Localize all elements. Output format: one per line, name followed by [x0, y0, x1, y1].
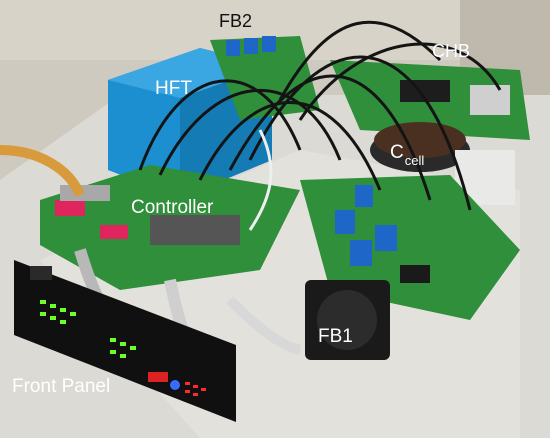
label-fb2: FB2 — [219, 11, 253, 31]
controller-pink-connector-2 — [100, 225, 128, 239]
fb1-relay-1 — [355, 185, 373, 207]
led-green-11 — [110, 350, 116, 354]
wire-6 — [278, 20, 442, 101]
label-ccell: Ccell — [390, 142, 424, 167]
wire-2 — [158, 89, 342, 176]
led-green-6 — [50, 316, 56, 320]
led-red-3 — [201, 388, 206, 391]
led-green-4 — [70, 312, 76, 316]
led-green-10 — [130, 346, 136, 350]
fb1-relay-3 — [350, 240, 372, 266]
led-green-3 — [60, 308, 66, 312]
label-controller: Controller — [131, 197, 214, 218]
wire-7 — [298, 42, 502, 121]
front-panel-connector — [30, 266, 52, 280]
fb1-relay-2 — [335, 210, 355, 234]
wire-3 — [198, 101, 382, 191]
wire-1 — [138, 79, 302, 171]
led-green-8 — [110, 338, 116, 342]
label-fb1: FB1 — [318, 326, 353, 347]
ribbon-cable-left — [0, 145, 85, 198]
led-blue — [170, 380, 180, 390]
led-green-12 — [120, 354, 126, 358]
front-panel-body — [14, 260, 236, 422]
controller-chip-row — [150, 215, 240, 245]
led-green-1 — [40, 300, 46, 304]
front-panel-red-switch — [148, 372, 168, 382]
led-green-2 — [50, 304, 56, 308]
fb1-fan-blades — [317, 290, 377, 350]
led-green-5 — [40, 312, 46, 316]
controller-pink-connector-1 — [55, 200, 85, 216]
led-green-9 — [120, 342, 126, 346]
controller-header — [60, 185, 110, 201]
fb2-relay-3 — [262, 36, 276, 52]
label-hft: HFT — [155, 78, 192, 99]
fb2-relay-1 — [226, 40, 240, 56]
led-red-1 — [185, 382, 190, 385]
fb1-ic — [400, 265, 430, 283]
chb-component — [470, 85, 510, 115]
led-green-7 — [60, 320, 66, 324]
front-panel-green-leds — [40, 300, 136, 358]
label-front-panel: Front Panel — [12, 376, 111, 397]
fb1-relay-4 — [375, 225, 397, 251]
fb2-relay-2 — [244, 38, 258, 54]
led-red-5 — [193, 393, 198, 396]
led-red-2 — [193, 385, 198, 388]
wire-white — [248, 129, 273, 231]
label-chb: CHB — [432, 41, 471, 61]
ribbon-cable-front-3 — [226, 296, 302, 355]
front-panel-red-leds — [185, 382, 206, 396]
label-ccell-main: C — [390, 142, 404, 163]
led-red-4 — [185, 390, 190, 393]
chb-heatsink — [400, 80, 450, 102]
label-ccell-subscript: cell — [404, 153, 425, 168]
